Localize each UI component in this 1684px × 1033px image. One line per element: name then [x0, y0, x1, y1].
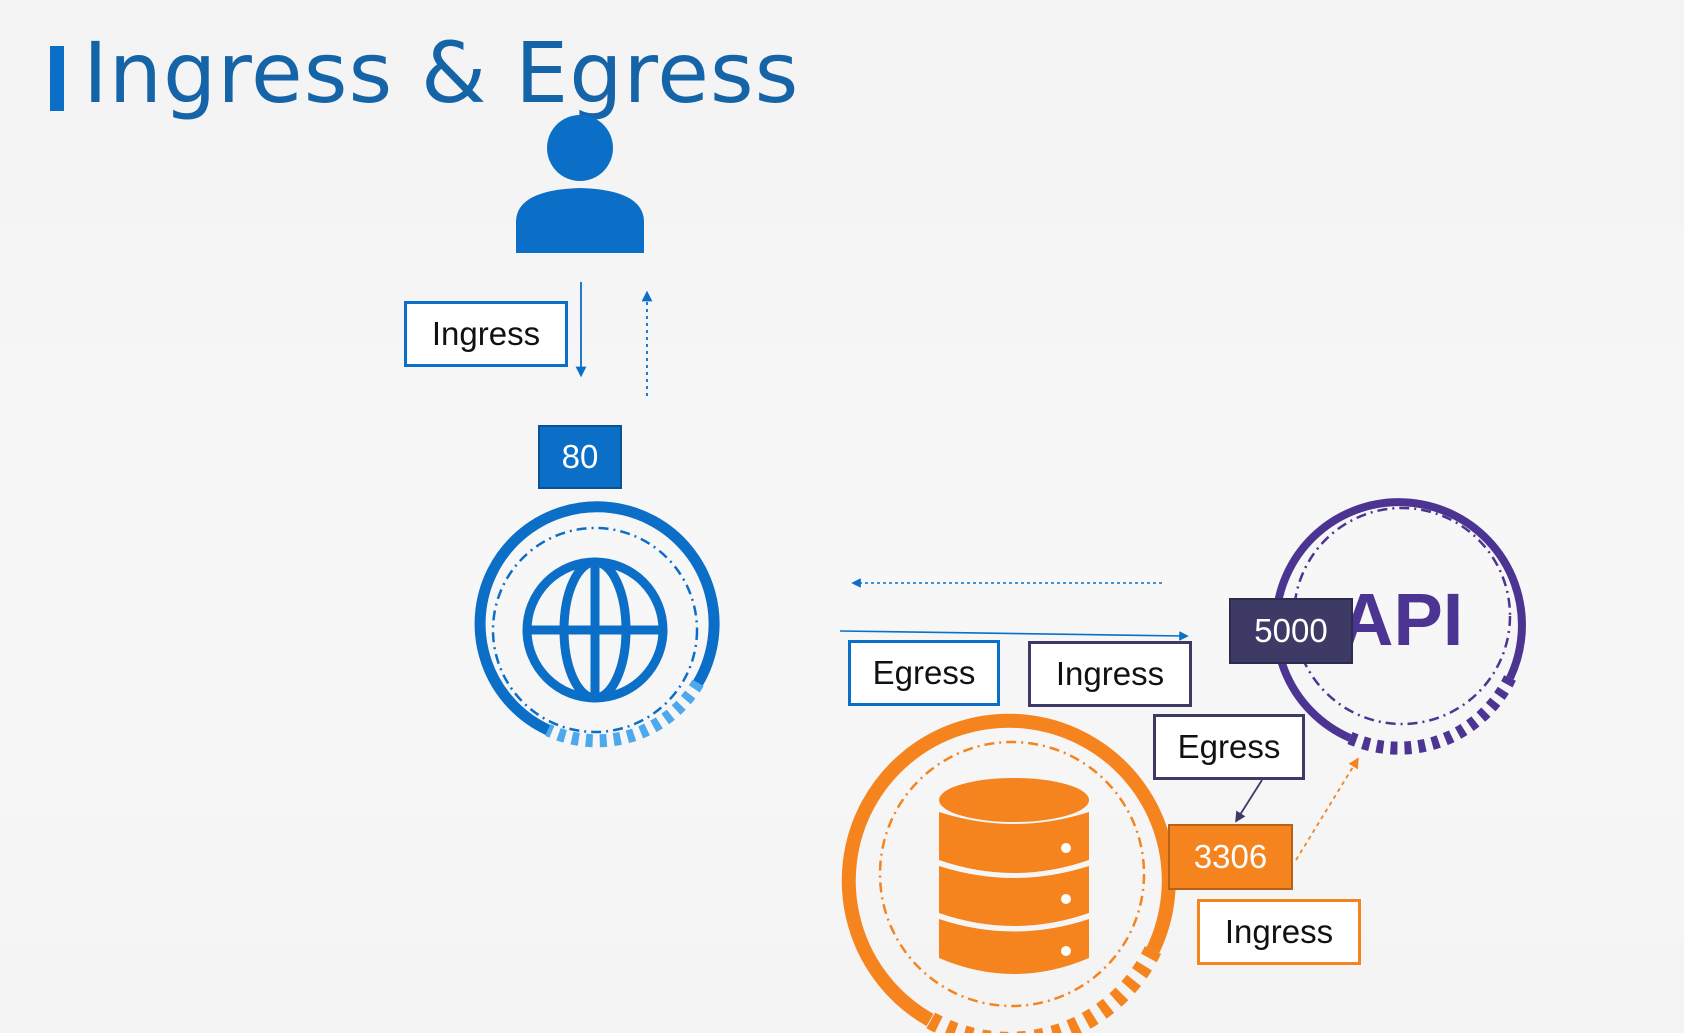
api-port-badge: 5000 [1229, 598, 1353, 664]
web-egress-label: Egress [848, 640, 1000, 706]
user-ingress-label: Ingress [404, 301, 568, 367]
title-accent-bar [50, 46, 64, 111]
db-ingress-label: Ingress [1197, 899, 1361, 965]
web-port-badge: 80 [538, 425, 622, 489]
db-egress-to-api-arrow [1295, 757, 1359, 861]
db-port-badge: 3306 [1168, 824, 1293, 890]
api-egress-to-db-arrow [1235, 779, 1263, 823]
web-egress-to-api-arrow [839, 630, 1189, 641]
web-server-ring [474, 501, 720, 748]
user-icon [516, 115, 644, 253]
api-text: API [1340, 578, 1464, 661]
database-ring [841, 713, 1176, 1033]
globe-icon [522, 557, 668, 703]
api-egress-label: Egress [1153, 714, 1305, 780]
api-ingress-label: Ingress [1028, 641, 1192, 707]
page-title: Ingress & Egress [83, 24, 800, 122]
database-icon [939, 778, 1089, 974]
